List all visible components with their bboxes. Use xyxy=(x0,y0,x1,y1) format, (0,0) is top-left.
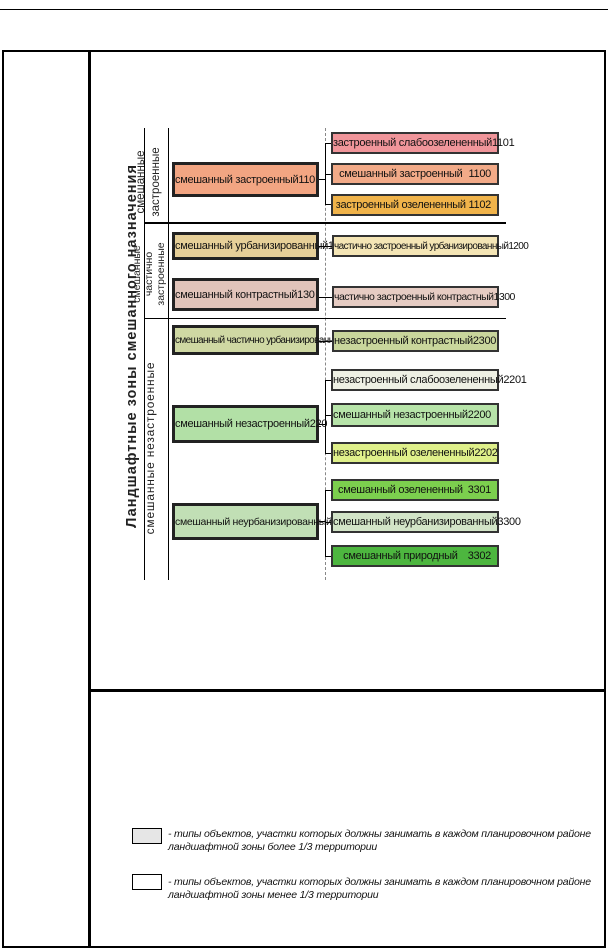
connector xyxy=(325,143,331,144)
zone-code: 110 xyxy=(298,173,315,186)
type-box-3301: смешанный озелененный 3301 xyxy=(331,479,499,501)
connector xyxy=(325,380,331,381)
connector xyxy=(325,204,331,205)
zone-code: 220 xyxy=(309,418,328,430)
type-label: смешанный неурбанизированный xyxy=(333,516,498,528)
type-label: застроенный слабоозелененный xyxy=(333,137,492,149)
zone-label: смешанный застроенный xyxy=(175,173,299,186)
type-code: 1200 xyxy=(508,240,529,252)
frame-left xyxy=(2,50,4,948)
zone-label: смешанный урбанизированный xyxy=(175,240,328,252)
connector xyxy=(325,556,331,557)
zone-label: смешанный контрастный xyxy=(175,288,298,301)
group-separator-2 xyxy=(145,318,506,319)
connector xyxy=(325,174,331,175)
legend-swatch-white xyxy=(132,874,162,890)
type-code: 1100 xyxy=(468,168,492,180)
type-code: 1101 xyxy=(491,137,515,149)
connector xyxy=(318,179,325,180)
type-code: 2200 xyxy=(467,409,492,421)
zone-code: 130 xyxy=(297,288,315,301)
connector xyxy=(318,424,325,425)
type-code: 1300 xyxy=(493,291,516,303)
top-rule xyxy=(0,9,608,10)
frame-row-divider xyxy=(88,689,606,692)
legend-swatch-gray xyxy=(132,828,162,844)
group-label-built: смешанные застроенные xyxy=(135,147,162,217)
legend-line: ландшафтной зоны более 1/3 территории xyxy=(168,841,378,853)
connector xyxy=(318,246,332,247)
legend-line: - типы объектов, участки которых должны … xyxy=(168,876,591,888)
frame-bottom xyxy=(2,946,606,948)
diagram-dashed-divider xyxy=(325,128,326,580)
type-label: смешанный застроенный xyxy=(339,168,463,180)
connector xyxy=(318,341,332,342)
connector xyxy=(325,490,326,556)
zone-box-230: смешанный частично урбанизированный230 xyxy=(172,325,361,355)
type-code: 2201 xyxy=(503,374,527,386)
type-code: 3301 xyxy=(467,484,492,496)
type-label: частично застроенный контрастный xyxy=(334,291,494,303)
legend-text-more-third: - типы объектов, участки которых должны … xyxy=(168,828,591,854)
group-separator-1 xyxy=(145,222,506,224)
type-label: смешанный озелененный xyxy=(338,484,463,496)
frame-right xyxy=(604,50,606,948)
type-box-3302: смешанный природный 3302 xyxy=(331,545,499,567)
diagram-group-rule xyxy=(168,128,169,580)
frame-divider xyxy=(88,50,91,948)
connector xyxy=(318,297,332,298)
connector xyxy=(325,380,326,453)
legend-line: - типы объектов, участки которых должны … xyxy=(168,828,591,840)
type-label: незастроенный контрастный xyxy=(334,335,473,347)
connector xyxy=(325,453,331,454)
legend-line: ландшафтной зоны менее 1/3 территории xyxy=(168,889,379,901)
diagram-left-rule xyxy=(144,128,145,580)
type-code: 3300 xyxy=(497,516,521,528)
type-label: незастроенный слабоозелененный xyxy=(333,374,504,386)
type-code: 2300 xyxy=(472,335,497,347)
type-code: 1102 xyxy=(468,199,492,211)
connector xyxy=(325,415,331,416)
type-label: смешанный природный xyxy=(343,550,458,562)
type-label: частично застроенный урбанизированный xyxy=(334,240,509,252)
zone-label: смешанный неурбанизированный xyxy=(175,515,332,528)
zone-label: смешанный незастроенный xyxy=(175,418,310,430)
connector xyxy=(325,490,331,491)
zone-label: смешанный частично урбанизированный xyxy=(175,334,346,346)
frame-top xyxy=(2,50,606,52)
legend-text-less-third: - типы объектов, участки которых должны … xyxy=(168,876,591,902)
connector xyxy=(325,522,331,523)
type-label: застроенный озелененный xyxy=(335,199,466,211)
type-label: смешанный незастроенный xyxy=(333,409,468,421)
type-code: 2202 xyxy=(474,447,498,459)
type-code: 3302 xyxy=(467,550,492,562)
connector xyxy=(318,521,325,522)
type-label: незастроенный озелененный xyxy=(333,447,475,459)
type-box-1100: смешанный застроенный 1100 xyxy=(331,163,499,185)
